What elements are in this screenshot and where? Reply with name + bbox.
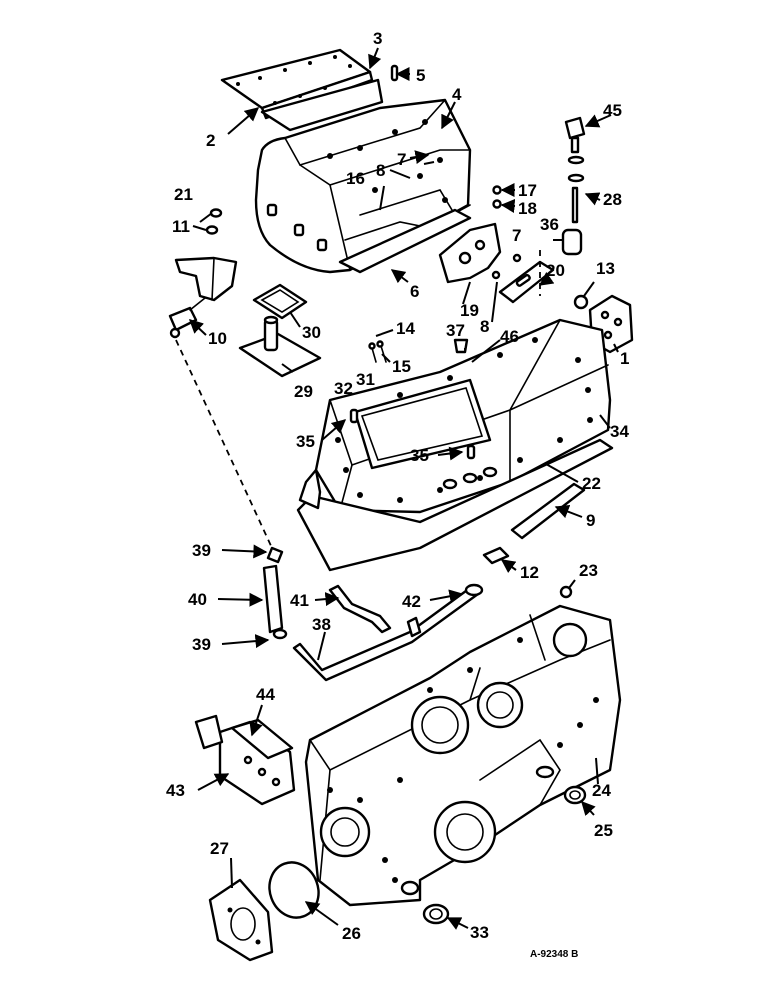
lower-housing [304, 604, 622, 907]
pin-35b [466, 444, 476, 460]
cover-27 [208, 878, 274, 962]
callout-31: 31 [356, 370, 375, 389]
callout-32: 32 [334, 379, 353, 398]
callout-12: 12 [520, 563, 539, 582]
callout-19: 19 [460, 301, 479, 320]
callout-18: 18 [518, 199, 537, 218]
callout-14: 14 [396, 319, 415, 338]
callout-44: 44 [256, 685, 275, 704]
callout-6: 6 [410, 282, 419, 301]
middle-housing [314, 318, 612, 514]
callout-9: 9 [586, 511, 595, 530]
bracket-41 [328, 584, 392, 634]
gasket-22 [296, 438, 614, 572]
callout-39b: 39 [192, 635, 211, 654]
callout-8b: 8 [480, 317, 489, 336]
callout-36: 36 [540, 215, 559, 234]
callout-10: 10 [208, 329, 227, 348]
callout-34: 34 [610, 422, 629, 441]
bracket-19 [438, 222, 502, 284]
cover-29 [238, 315, 322, 378]
pin-35a [349, 408, 359, 424]
callout-21: 21 [174, 185, 193, 204]
callout-42: 42 [402, 592, 421, 611]
callout-40: 40 [188, 590, 207, 609]
callout-22: 22 [582, 474, 601, 493]
figure-reference: A-92348 B [530, 949, 578, 960]
callout-13: 13 [596, 259, 615, 278]
callout-labels: 1 2 3 4 5 6 7 7 8 8 9 10 11 12 13 14 15 … [166, 29, 629, 943]
callout-15: 15 [392, 357, 411, 376]
callout-17: 17 [518, 181, 537, 200]
callout-43: 43 [166, 781, 185, 800]
callout-11: 11 [172, 217, 190, 236]
key-12 [482, 546, 510, 565]
callout-1: 1 [620, 349, 629, 368]
cover-43 [194, 714, 296, 806]
callout-7: 7 [397, 150, 406, 169]
callout-2: 2 [206, 131, 215, 150]
callout-45: 45 [603, 101, 622, 120]
callout-25: 25 [594, 821, 613, 840]
callout-7b: 7 [512, 226, 521, 245]
callout-39: 39 [192, 541, 211, 560]
callout-37: 37 [446, 321, 465, 340]
gasket-30 [252, 283, 308, 320]
callout-35: 35 [296, 432, 315, 451]
hose-40 [262, 546, 288, 640]
plug-23 [559, 585, 573, 599]
callout-3: 3 [373, 29, 382, 48]
callout-46: 46 [500, 327, 519, 346]
callout-16: 16 [346, 169, 365, 188]
seal-25 [563, 785, 587, 805]
callout-4: 4 [452, 85, 462, 104]
callout-35b: 35 [410, 446, 429, 465]
dashed-line [175, 339, 273, 549]
callout-30: 30 [302, 323, 321, 342]
callout-27: 27 [210, 839, 229, 858]
callout-26: 26 [342, 924, 361, 943]
strip-9 [510, 482, 586, 540]
leaders [188, 47, 619, 930]
callout-33: 33 [470, 923, 489, 942]
callout-24: 24 [592, 781, 611, 800]
dipstick-45 [564, 116, 586, 224]
pins-21-11 [205, 208, 223, 235]
callout-38: 38 [312, 615, 331, 634]
callout-29: 29 [294, 382, 313, 401]
callout-20: 20 [546, 261, 565, 280]
callout-23: 23 [579, 561, 598, 580]
callout-41: 41 [290, 591, 309, 610]
callout-5: 5 [416, 66, 425, 85]
gasket-6 [338, 208, 472, 274]
plug-13 [573, 294, 589, 310]
valve-10 [168, 256, 238, 339]
bushing-36 [561, 228, 583, 256]
callout-8: 8 [376, 161, 385, 180]
seal-33 [422, 903, 450, 925]
callout-28: 28 [603, 190, 622, 209]
cover-plate [220, 48, 384, 132]
